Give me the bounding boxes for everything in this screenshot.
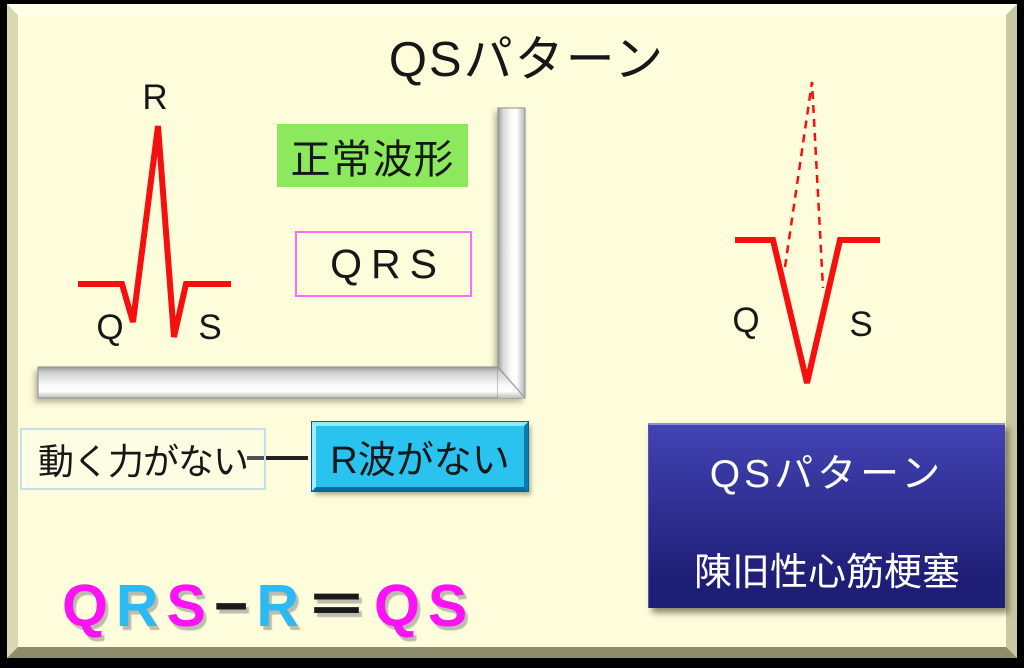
qs-wave-q-label: Q [732, 301, 760, 340]
formula-char: Q [373, 573, 428, 639]
formula-char: ＝ [306, 573, 374, 639]
result-box-diagnosis: 陳旧性心筋梗塞 [693, 552, 960, 594]
formula-char: Q [62, 573, 116, 639]
qs-formula: QRS−R＝QS [62, 558, 475, 643]
normal-wave-s-label: S [198, 308, 222, 347]
normal-wave-q-label: Q [96, 308, 124, 347]
formula-char: S [166, 573, 214, 639]
normal-wave-r-label: R [142, 78, 168, 117]
formula-char: R [256, 573, 307, 639]
formula-char: R [115, 573, 167, 639]
page-title: QSパターン [388, 33, 666, 87]
qrs-complex-box: QRS [295, 231, 472, 297]
formula-char: S [427, 573, 476, 639]
effect-box: R波がない [312, 422, 528, 491]
normal-wave-caption: 正常波形 [277, 124, 468, 187]
qs-wave-s-label: S [849, 305, 873, 344]
result-box-title: QSパターン [709, 453, 945, 496]
cause-box: 動く力がない [20, 428, 266, 490]
formula-char: − [213, 573, 257, 639]
result-box: QSパターン 陳旧性心筋梗塞 [648, 423, 1005, 608]
